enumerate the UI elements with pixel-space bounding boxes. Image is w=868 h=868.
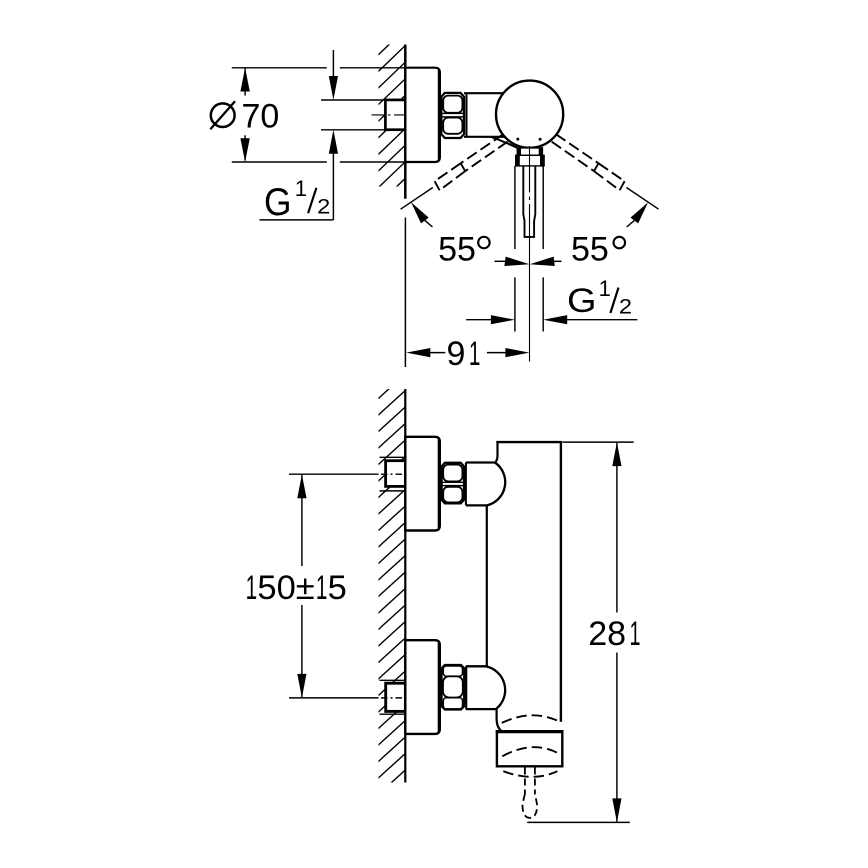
- svg-text:50±: 50±: [257, 569, 314, 607]
- svg-text:28: 28: [588, 615, 626, 653]
- svg-text:5: 5: [328, 569, 347, 607]
- svg-text:G: G: [264, 181, 292, 224]
- svg-text:55: 55: [571, 230, 609, 268]
- svg-text:1: 1: [316, 569, 328, 607]
- svg-text:2: 2: [619, 296, 632, 319]
- svg-text:9: 9: [447, 335, 466, 373]
- svg-text:1: 1: [469, 335, 481, 373]
- svg-text:55: 55: [438, 230, 476, 268]
- svg-text:2: 2: [317, 196, 330, 219]
- svg-text:1: 1: [295, 176, 307, 201]
- svg-text:1: 1: [246, 569, 258, 607]
- svg-text:1: 1: [630, 615, 641, 653]
- svg-text:G: G: [567, 282, 597, 320]
- svg-text:70: 70: [242, 97, 280, 135]
- svg-text:1: 1: [599, 276, 611, 301]
